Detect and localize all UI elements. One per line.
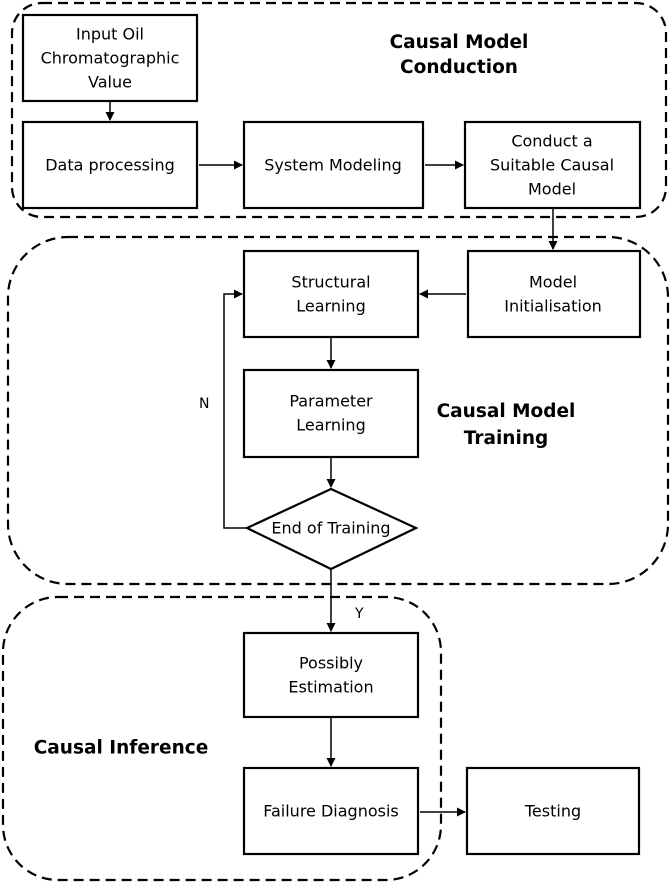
region-causal-inference: [1, 595, 443, 882]
node-possibly-label-line-2: Estimation: [288, 678, 373, 697]
node-model-init-label-line-1: Model: [529, 273, 577, 292]
node-system-modeling-box: [242, 120, 425, 210]
node-system-modeling-label: System Modeling: [264, 156, 402, 175]
region-label-training-line-1: Causal Model: [437, 401, 576, 422]
node-conduct-model-label-line-2: Suitable Causal: [490, 156, 614, 175]
edge-label-no: N: [199, 396, 209, 412]
node-data-processing-box: [21, 120, 199, 210]
node-failure-label: Failure Diagnosis: [263, 802, 399, 821]
node-testing-label: Testing: [524, 802, 581, 821]
node-parameter-box: [242, 368, 420, 459]
edge-label-yes: Y: [354, 606, 364, 622]
node-structural-box: [242, 249, 420, 339]
node-testing-box: [465, 766, 641, 856]
node-end-training-label-line-1: End of Training: [271, 519, 390, 538]
arrow-feedback-no: [223, 289, 247, 529]
node-conduct-model-label-line-1: Conduct a: [511, 132, 592, 151]
node-data-processing-label-line-1: Data processing: [45, 156, 175, 175]
node-conduct-model-label-line-3: Model: [528, 180, 576, 199]
node-possibly-label-line-1: Possibly: [299, 654, 363, 673]
node-system-modeling-label-line-1: System Modeling: [264, 156, 402, 175]
node-failure-label-line-1: Failure Diagnosis: [263, 802, 399, 821]
region-label-training-line-2: Training: [464, 428, 548, 449]
node-end-training-diamond: [244, 487, 419, 571]
node-model-init-box: [466, 249, 642, 339]
region-label-conduction-line-1: Causal Model: [390, 32, 529, 53]
node-structural-label-line-1: Structural: [291, 273, 370, 292]
region-causal-model-training: [6, 235, 670, 586]
node-data-processing-label: Data processing: [45, 156, 175, 175]
node-model-init-label-line-2: Initialisation: [504, 297, 602, 316]
region-label-inference: Causal Inference: [34, 738, 209, 759]
region-causal-model-conduction: [10, 1, 668, 219]
region-label-inference-line-1: Causal Inference: [34, 738, 209, 759]
node-parameter-label-line-2: Learning: [296, 416, 365, 435]
node-parameter-label-line-1: Parameter: [289, 392, 373, 411]
node-structural-label-line-2: Learning: [296, 297, 365, 316]
node-input-label-line-3: Value: [88, 73, 132, 92]
node-testing-label-line-1: Testing: [524, 802, 581, 821]
node-conduct-model-box: [463, 120, 642, 210]
node-failure-box: [242, 766, 420, 856]
node-input-box: [21, 13, 199, 103]
region-label-conduction-line-2: Conduction: [400, 57, 518, 78]
node-input-label-line-2: Chromatographic: [41, 49, 180, 68]
node-end-training-label: End of Training: [271, 519, 390, 538]
node-possibly-box: [242, 631, 420, 719]
node-input-label-line-1: Input Oil: [76, 25, 144, 44]
